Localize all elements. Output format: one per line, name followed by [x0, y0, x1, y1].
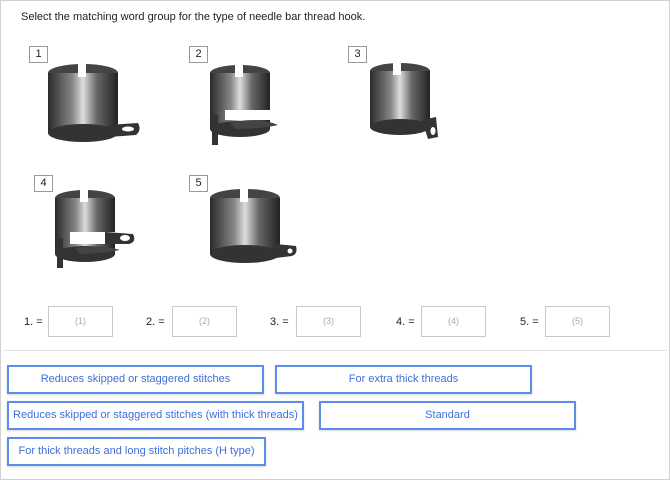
option-reduces-skipped-thick[interactable]: Reduces skipped or staggered stitches (w…: [7, 401, 304, 430]
thread-hook-image-4: [55, 188, 135, 268]
image-number-5: 5: [189, 175, 208, 192]
answer-label-4: 4. =: [396, 316, 415, 328]
answer-label-2: 2. =: [146, 316, 165, 328]
thread-hook-image-5: [210, 188, 297, 263]
answer-label-3: 3. =: [270, 316, 289, 328]
divider: [3, 350, 667, 351]
answer-drop-slot-5[interactable]: (5): [545, 306, 610, 337]
option-h-type[interactable]: For thick threads and long stitch pitche…: [7, 437, 266, 466]
thread-hook-image-3: [370, 61, 438, 139]
answer-drop-slot-2[interactable]: (2): [172, 306, 237, 337]
option-standard[interactable]: Standard: [319, 401, 576, 430]
image-number-3: 3: [348, 46, 367, 63]
answer-drop-slot-1[interactable]: (1): [48, 306, 113, 337]
answer-label-1: 1. =: [24, 316, 43, 328]
thread-hook-image-1: [48, 63, 140, 142]
option-extra-thick[interactable]: For extra thick threads: [275, 365, 532, 394]
answer-drop-slot-3[interactable]: (3): [296, 306, 361, 337]
image-number-2: 2: [189, 46, 208, 63]
question-text: Select the matching word group for the t…: [21, 11, 366, 23]
image-number-4: 4: [34, 175, 53, 192]
answer-drop-slot-4[interactable]: (4): [421, 306, 486, 337]
image-number-1: 1: [29, 46, 48, 63]
thread-hook-image-2: [210, 63, 278, 145]
answer-label-5: 5. =: [520, 316, 539, 328]
option-reduces-skipped[interactable]: Reduces skipped or staggered stitches: [7, 365, 264, 394]
